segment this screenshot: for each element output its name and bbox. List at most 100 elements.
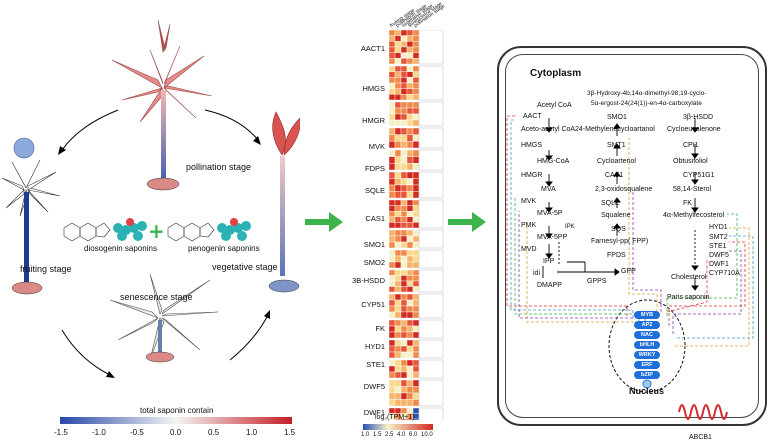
legend-tick: 1.5 xyxy=(373,432,382,438)
heatmap-cell xyxy=(412,199,420,206)
heatmap-cell xyxy=(400,275,408,282)
heatmap-cell xyxy=(389,178,396,186)
heatmap-cell xyxy=(400,88,408,95)
heatmap-cell xyxy=(389,399,396,407)
vegetative-plant xyxy=(272,111,300,156)
heatmap-cell xyxy=(389,351,396,359)
heatmap-cell xyxy=(394,65,402,72)
gene-label: DWF1 xyxy=(363,408,385,417)
heatmap-cell xyxy=(389,407,396,414)
heatmap-cell xyxy=(406,210,414,217)
heatmap-cell xyxy=(406,351,414,359)
heatmap-cell xyxy=(412,331,420,339)
heatmap-cell xyxy=(400,351,408,359)
heatmap-cell xyxy=(389,77,396,84)
heatmap-cell xyxy=(394,345,402,353)
heatmap-cell xyxy=(406,255,414,263)
heatmap-cell xyxy=(394,113,402,121)
enzyme-gpps: GPPS xyxy=(587,278,607,285)
enzyme-dwf5: DWF5 xyxy=(709,252,729,259)
heatmap-cell xyxy=(400,134,408,142)
tf-bzip: bZIP xyxy=(641,372,653,378)
heatmap-cell xyxy=(389,379,396,387)
node-mva-5p: MVA-5P xyxy=(537,210,563,217)
heatmap-cell xyxy=(412,255,420,263)
heatmap-cell xyxy=(406,134,414,142)
gene-label: FDPS xyxy=(364,164,385,173)
heatmap-cell xyxy=(412,365,420,373)
tf-ap2: AP2 xyxy=(641,322,653,328)
heatmap-gene-labels: AACT1 HMGS HMGR MVK FDPS SQLE CAS1 SMO1 … xyxy=(345,30,387,420)
heatmap-cell xyxy=(394,299,402,307)
heatmap-cell xyxy=(394,210,402,217)
heatmap-cell xyxy=(406,149,414,157)
heatmap-cell xyxy=(406,399,414,407)
heatmap-cell xyxy=(406,199,414,206)
tf-nac: NAC xyxy=(641,332,653,338)
node-methylfecosterol: 4α-Methylfecosterol xyxy=(663,212,725,219)
senescence-plant xyxy=(109,273,219,361)
heatmap-cell xyxy=(400,35,408,42)
heatmap-cell xyxy=(400,30,408,36)
heatmap-cell xyxy=(406,46,414,53)
heatmap-cell xyxy=(394,311,402,319)
heatmap-cell xyxy=(400,269,408,276)
heatmap-cell xyxy=(406,325,414,333)
heatmap-cell xyxy=(412,275,420,282)
heatmap-cell xyxy=(406,286,414,293)
heatmap-cell xyxy=(412,205,420,212)
heatmap-cell xyxy=(412,210,420,217)
heatmap-cell xyxy=(406,249,414,257)
heatmap-cell xyxy=(389,184,396,192)
heatmap-cell xyxy=(389,210,396,217)
gene-label: CYP51 xyxy=(361,300,385,309)
heatmap-cell xyxy=(400,77,408,84)
heatmap-cell xyxy=(394,163,402,171)
heatmap-cell xyxy=(389,30,396,36)
green-arrow-1 xyxy=(305,212,343,232)
heatmap-cell xyxy=(406,241,414,249)
enzyme-aact: AACT xyxy=(523,113,542,120)
heatmap-cell xyxy=(406,107,414,115)
heatmap-cell xyxy=(394,191,402,199)
enzyme-sqs: SQS xyxy=(611,226,626,233)
heatmap-legend-bar xyxy=(363,424,433,430)
heatmap-cell xyxy=(400,178,408,186)
heatmap-cell xyxy=(400,331,408,339)
heatmap-cell xyxy=(406,345,414,353)
heatmap-side-grid xyxy=(418,319,444,339)
heatmap-cell xyxy=(406,222,414,229)
heatmap-cell xyxy=(412,299,420,307)
enzyme-hyd1: HYD1 xyxy=(709,224,728,231)
pollination-plant xyxy=(111,19,213,123)
heatmap-side-grid xyxy=(418,149,444,171)
heatmap-cell xyxy=(406,235,414,243)
heatmap-side-grid xyxy=(418,407,444,420)
heatmap-cell xyxy=(394,178,402,186)
gene-label: MVK xyxy=(368,142,385,151)
heatmap-cell xyxy=(406,319,414,327)
gene-label: STE1 xyxy=(366,360,385,369)
heatmap-cell xyxy=(389,52,396,59)
heatmap-cell xyxy=(400,345,408,353)
heatmap-cell xyxy=(389,163,396,171)
heatmap-cell xyxy=(389,41,396,48)
heatmap-cell xyxy=(394,371,402,379)
enzyme-dwf1: DWF1 xyxy=(709,261,729,268)
heatmap-cell xyxy=(406,65,414,72)
heatmap-cell xyxy=(400,141,408,149)
legend-tick: 2.5 xyxy=(385,432,394,438)
node-gpp: GPP xyxy=(621,268,636,275)
heatmap-cell xyxy=(389,299,396,307)
penogenin-spheres xyxy=(217,218,251,241)
heatmap-cell xyxy=(412,311,420,319)
node-mva: MVA xyxy=(541,186,556,193)
heatmap-cell xyxy=(412,371,420,379)
heatmap-cell xyxy=(389,113,396,121)
heatmap-cell xyxy=(394,94,402,101)
heatmap-cell xyxy=(400,299,408,307)
heatmap-cell xyxy=(389,269,396,276)
heatmap-cell xyxy=(389,235,396,243)
heatmap-cell xyxy=(389,149,396,157)
heatmap-cell xyxy=(406,205,414,212)
